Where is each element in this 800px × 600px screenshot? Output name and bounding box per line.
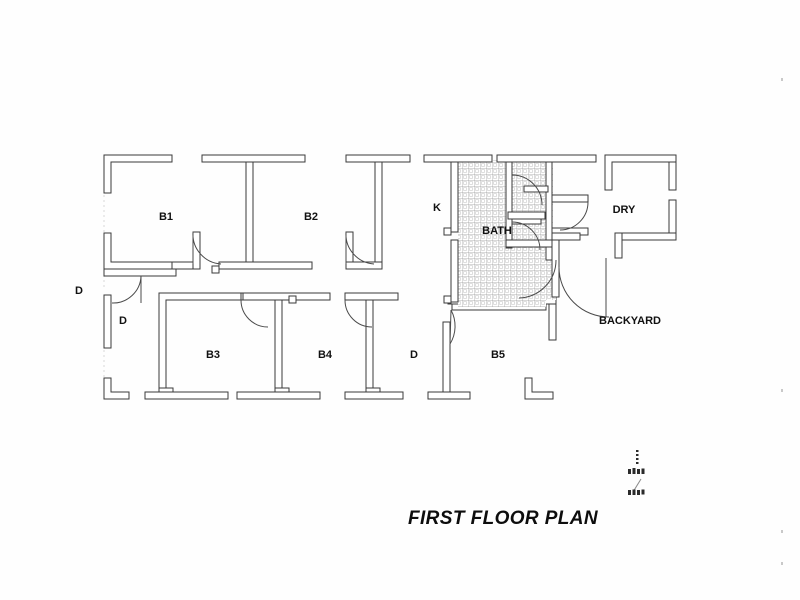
wall-b2-bottom [218, 261, 313, 270]
door-swing-bath-lower [518, 259, 557, 299]
wall-b4-left-jamb [288, 295, 297, 304]
room-label-b1: B1 [159, 211, 173, 223]
page-title: FIRST FLOOR PLAN [408, 508, 599, 529]
door-swing-bath-upper [511, 174, 543, 206]
room-label-k: K [433, 202, 441, 214]
wall-b1-left-lower [103, 232, 173, 270]
room-label-backyard: BACKYARD [599, 315, 661, 327]
wall-utility-right-stub-3 [551, 232, 581, 241]
wall-b1-bottom [103, 268, 177, 277]
room-label-d-1: D [75, 285, 83, 297]
wall-b1-bottom-right [171, 261, 194, 270]
door-swing-b1 [192, 231, 222, 265]
door-swing-dry-to-backyard [558, 258, 610, 318]
door-swing-b2 [345, 231, 375, 265]
room-label-bath: BATH [482, 225, 512, 237]
wall-b1-top-left [103, 154, 173, 194]
wall-corridor-left-jamb [103, 294, 112, 349]
door-swing-corridor-d [111, 275, 142, 304]
room-label-b4: B4 [318, 349, 333, 361]
scale-marker [628, 450, 645, 495]
door-swing-b5 [449, 309, 456, 345]
wall-dry-top-right [604, 154, 677, 191]
door-swing-b3 [240, 299, 269, 328]
room-label-d-3: D [410, 349, 418, 361]
door-swing-bath-mid [511, 221, 541, 251]
scan-artifacts [781, 78, 783, 565]
door-swing-b4 [344, 299, 373, 328]
wall-b3-bottom-foot [144, 387, 229, 400]
wall-kitchen-bath-left [423, 154, 493, 304]
wall-b5-right [548, 303, 557, 341]
wall-partition-b2-right [345, 154, 411, 270]
wall-b2-left-jamb [211, 265, 220, 274]
wall-corridor-bottom-left-corner [103, 377, 130, 400]
fixture-shelf-upper [523, 185, 549, 193]
door-swing-dry [559, 201, 589, 231]
wall-utility-right-stub-1 [551, 194, 589, 203]
room-label-b5: B5 [491, 349, 505, 361]
wall-bath-top [496, 154, 597, 163]
wall-partition-b3-b4 [236, 292, 331, 400]
room-label-b2: B2 [304, 211, 318, 223]
wall-b5-bottom-right-corner [524, 377, 554, 400]
wall-partition-b4-d [344, 292, 404, 400]
wall-partition-b1-b2 [192, 154, 306, 270]
wall-b3-top-left [158, 292, 242, 389]
wall-utility-vertical-a [505, 161, 513, 249]
wall-b5-left [427, 321, 471, 400]
room-label-d-2: D [119, 315, 127, 327]
room-label-b3: B3 [206, 349, 220, 361]
wall-dry-bottom-right [614, 199, 677, 259]
fixture-shelf-lower [505, 239, 553, 248]
room-label-dry: DRY [613, 204, 636, 216]
